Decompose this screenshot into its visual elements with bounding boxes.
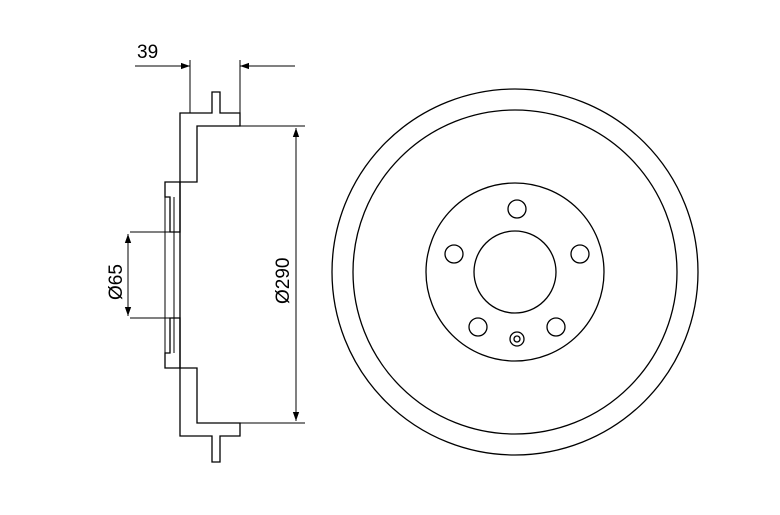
drum-wall-section-bottom: [179, 367, 241, 463]
drum-wall-section-top: [179, 91, 241, 183]
hub-section-top: [164, 181, 181, 233]
drum-inner-rim: [352, 109, 678, 435]
center-bore: [473, 230, 557, 314]
bolt-hole: [444, 244, 464, 264]
outer-diameter-label: Ø290: [273, 258, 294, 304]
center-bore-diameter-label: Ø65: [106, 264, 127, 300]
drum-outer-rim: [331, 88, 699, 456]
bolt-hole: [468, 317, 488, 337]
hub-section-bottom: [164, 317, 181, 369]
bolt-hole: [507, 199, 527, 219]
locating-hole-inner: [513, 335, 521, 343]
bolt-hole: [570, 244, 590, 264]
front-view: [331, 88, 699, 456]
bolt-hole: [546, 317, 566, 337]
hub-flange: [425, 182, 605, 362]
side-section-view: 39 Ø290 Ø65: [106, 42, 305, 463]
width-dimension-label: 39: [137, 42, 158, 63]
locating-hole-outer: [509, 331, 525, 347]
